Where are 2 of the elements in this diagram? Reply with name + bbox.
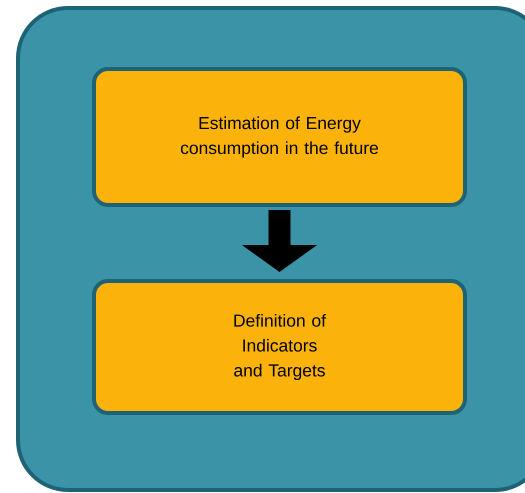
process-box: Estimation of Energy consumption in the future	[92, 67, 467, 207]
process-box: Definition of Indicators and Targets	[92, 279, 467, 415]
